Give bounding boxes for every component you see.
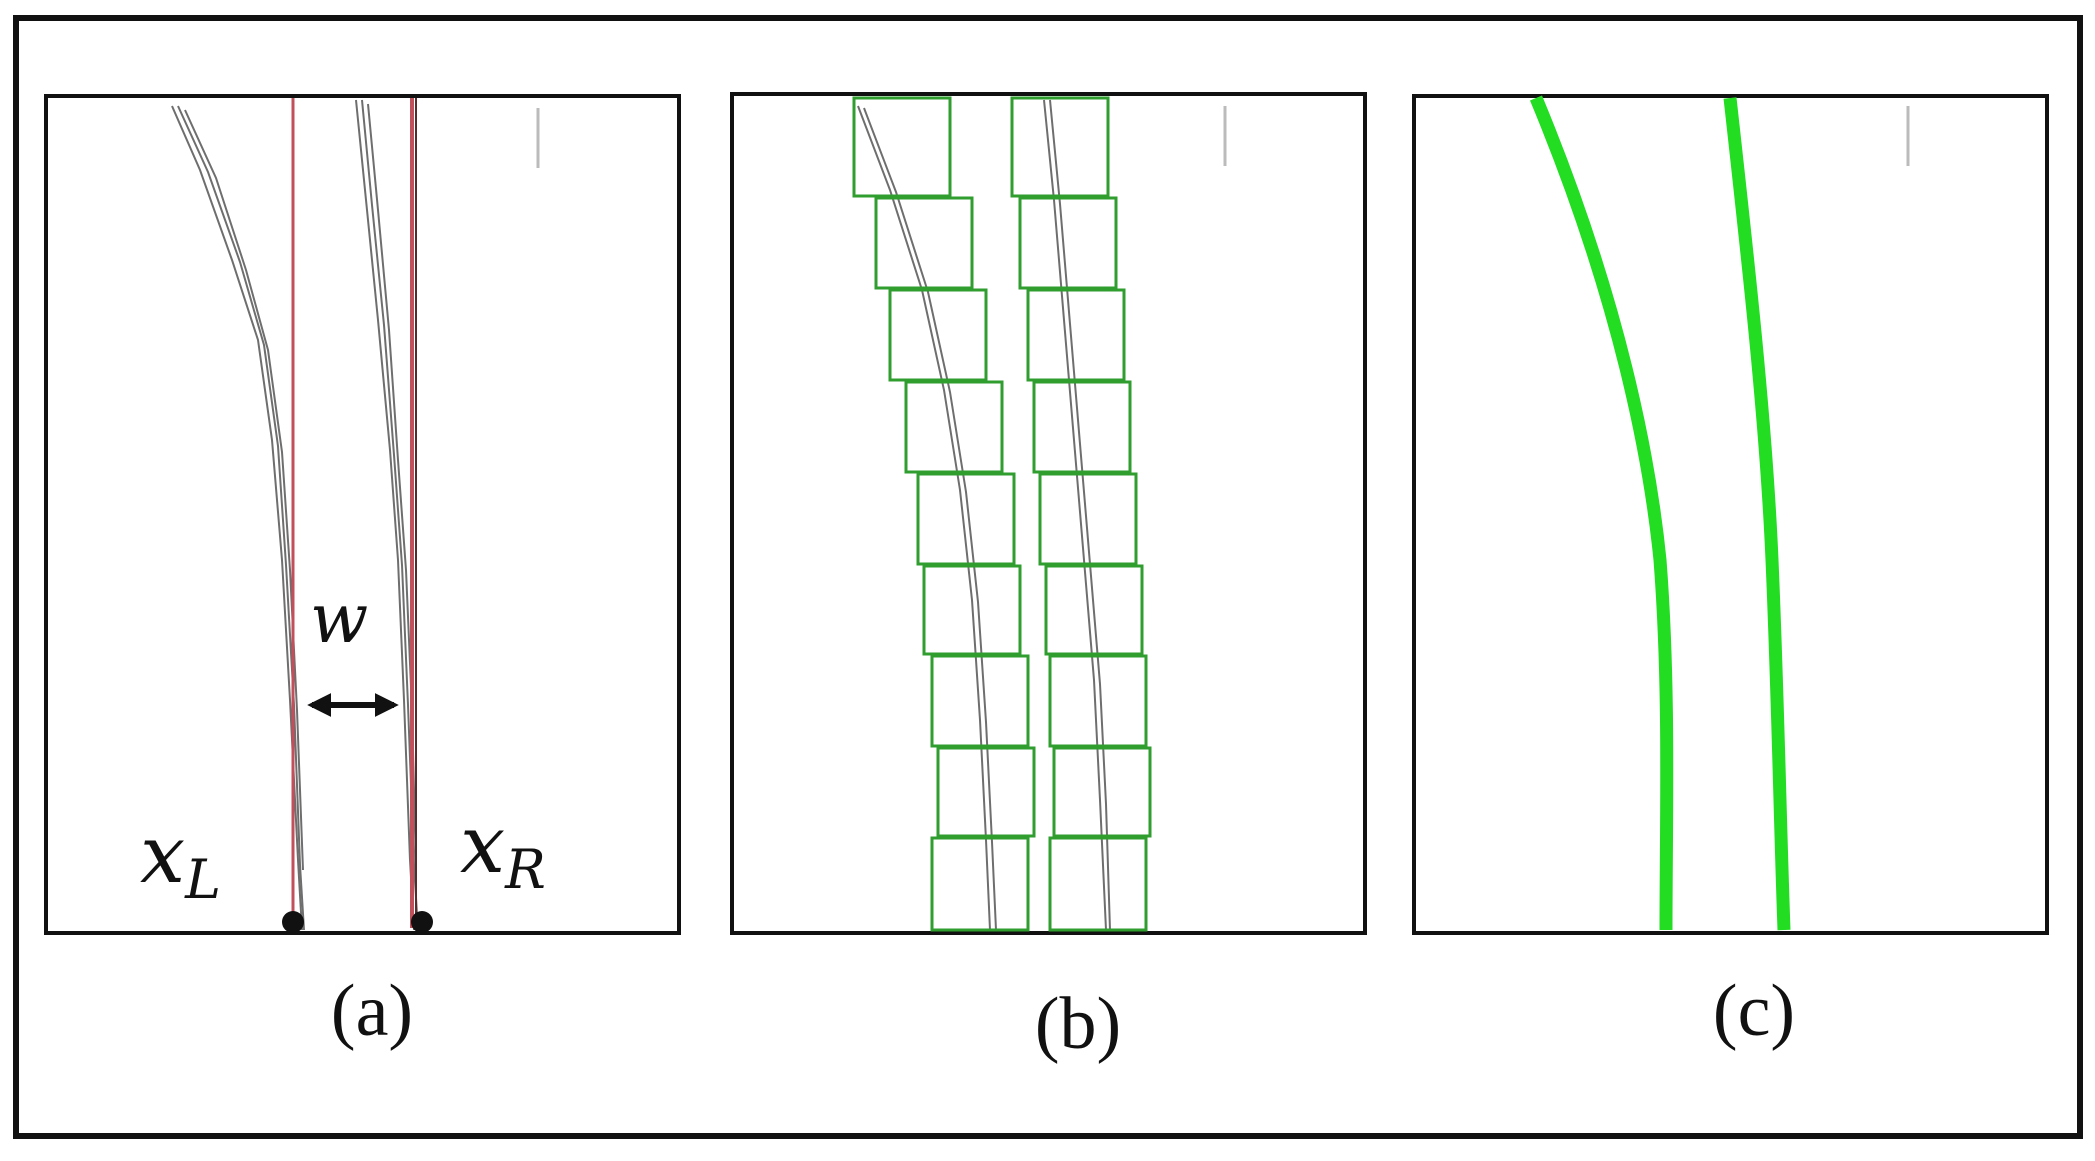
panel-a-box <box>44 94 681 935</box>
right-window-3 <box>1026 288 1126 382</box>
panel-b-right-lane-pixels <box>1043 99 1111 931</box>
left-window-6 <box>922 564 1022 656</box>
right-window-7 <box>1048 654 1148 748</box>
panel-b-left-lane-pixels <box>857 105 997 931</box>
left-window-3 <box>888 288 988 382</box>
panel-c: (c) <box>1412 94 2049 1052</box>
width-label: w <box>310 580 368 659</box>
right-sliding-windows <box>1010 96 1152 932</box>
panel-b-caption: (b) <box>1035 983 1121 1065</box>
panel-a-caption: (a) <box>331 970 413 1052</box>
left-lane-pixels <box>171 105 305 931</box>
right-position-symbol: x <box>460 798 505 891</box>
outer-frame <box>13 15 2083 1139</box>
panel-b: (b) <box>730 92 1367 1065</box>
left-base-marker <box>282 911 304 933</box>
right-position-label: xR <box>460 798 546 901</box>
panel-a: w xL xR (a) <box>44 94 681 1052</box>
panel-c-caption: (c) <box>1713 970 1795 1052</box>
left-sliding-windows <box>852 96 1036 932</box>
right-window-8 <box>1052 746 1152 838</box>
left-window-7 <box>930 654 1030 748</box>
left-window-5 <box>916 472 1016 566</box>
panel-b-box <box>730 92 1367 935</box>
panel-c-box <box>1412 94 2049 935</box>
left-window-4 <box>904 380 1004 474</box>
right-window-4 <box>1032 380 1132 474</box>
right-window-2 <box>1018 196 1118 290</box>
left-fitted-curve <box>1529 95 1674 931</box>
left-window-8 <box>936 746 1036 838</box>
left-window-9 <box>930 836 1030 932</box>
right-fitted-curve <box>1723 97 1791 931</box>
right-base-marker <box>411 911 433 933</box>
left-position-label: xL <box>140 808 221 911</box>
left-window-2 <box>874 196 974 290</box>
left-position-symbol: x <box>140 808 185 901</box>
right-position-subscript: R <box>504 838 546 901</box>
left-position-subscript: L <box>184 848 221 911</box>
right-window-9 <box>1048 836 1148 932</box>
right-window-1 <box>1010 96 1110 198</box>
left-window-1 <box>852 96 952 198</box>
right-window-6 <box>1044 564 1144 656</box>
right-window-5 <box>1038 472 1138 566</box>
